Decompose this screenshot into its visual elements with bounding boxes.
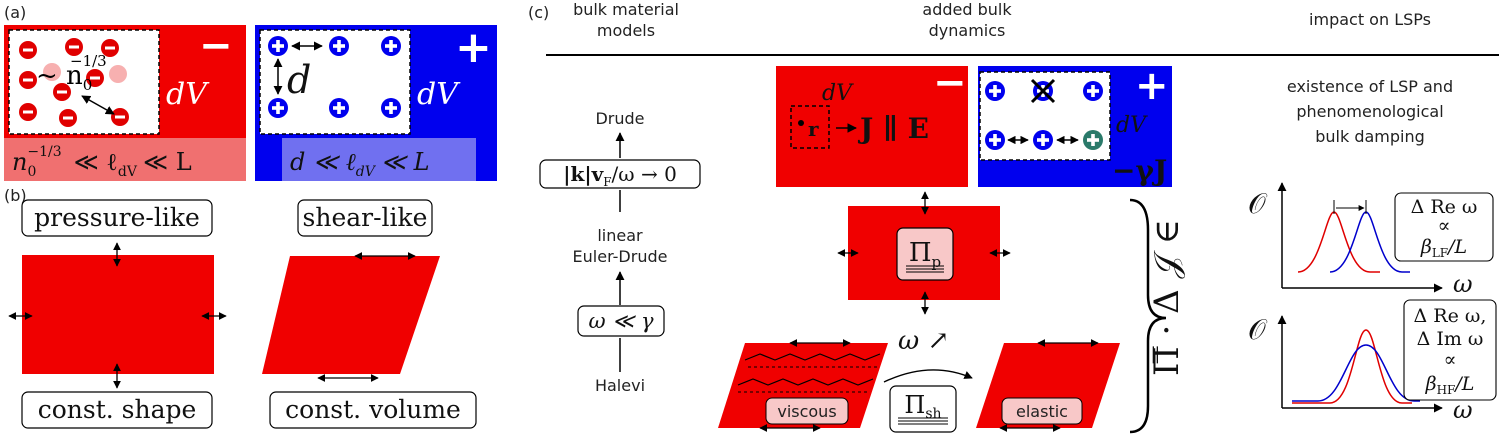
limit2-label: ω ≪ γ [588,309,653,333]
box2-line4: βHF/L [1425,373,1475,397]
box1-line1: Δ Re ω [1411,196,1478,218]
d-label: d [287,58,311,102]
limit2-box [577,305,665,337]
r-label: r [808,117,819,141]
elastic-label: elastic [1016,402,1068,421]
negative-sign: − [199,23,233,69]
drude-current-box [776,66,968,187]
pressure-like-label: pressure-like [34,203,200,232]
shear-like-label: shear-like [303,203,428,232]
gamma-j-label: −γJ [1112,154,1167,187]
panel-a-tag: (a) [4,3,26,22]
box1-line3: βLF/L [1420,236,1467,260]
pi-sh-box [889,385,957,433]
density-exponent: −1/3 [70,52,107,70]
limit1-box [539,159,701,189]
c-positive-sign: + [1135,63,1169,109]
viscous-shear-box [718,339,888,432]
o-axis-label-2: 𝒪 [1248,313,1268,346]
linear-label-2: Euler-Drude [573,247,668,266]
omega-arrow-label: ω ↗ [898,326,949,356]
dv-top-label: dV [822,81,854,106]
const-shape-label: const. shape [38,395,197,424]
const-volume-label: const. volume [285,395,461,424]
viscous-label: viscous [777,402,836,421]
positive-charge-volume [255,25,497,181]
lsp-title-2: phenomenological [1296,102,1443,121]
pressure-diagram [8,199,227,429]
positive-sign: + [455,22,492,73]
col1-header-2: models [597,21,655,40]
pi-sh-label: Πsh [904,391,941,422]
c-negative-sign: − [933,60,967,106]
dv-label-neg: dV [166,77,210,112]
col2-header-1: added bulk [922,0,1012,19]
panel-b-tag: (b) [4,186,27,205]
dv-label-pos: dV [417,77,461,112]
lsp-plot-broadening [1277,299,1497,413]
pressure-tensor-box [837,191,1011,315]
col1-header-1: bulk material [573,0,679,19]
pi-p-label: Πp [909,238,941,271]
shear-diagram [262,199,477,429]
linear-label-1: linear [597,226,643,245]
col2-header-2: dynamics [929,21,1006,40]
drude-label: Drude [595,109,644,128]
right-brace [1129,198,1167,434]
je-label: J ∥ E [857,112,929,145]
negative-charge-volume [4,25,246,181]
box1-line2: ∝ [1438,215,1451,237]
o-axis-label-1: 𝒪 [1248,187,1268,220]
lsp-title-1: existence of LSP and [1287,77,1453,96]
box2-line3: ∝ [1444,349,1457,371]
neg-scale-relation: n0−1/3≪ ℓdV≪ L [12,144,192,180]
halevi-label: Halevi [595,376,645,395]
viscous-to-elastic-arrow [883,369,973,383]
dv-right-label: dV [1116,113,1148,138]
elastic-shear-box [976,339,1120,432]
col3-header: impact on LSPs [1309,10,1431,29]
lsp-title-3: bulk damping [1315,127,1425,146]
density-label: ~ n0 [36,61,92,94]
pos-scale-relation: d ≪ ℓdV≪ L [290,148,430,180]
panel-c-tag: (c) [528,3,549,22]
lsp-plot-shift [1277,182,1494,293]
halevi-damping-box [978,66,1172,187]
limit1-label: |k|vF/ω → 0 [563,162,677,189]
omega-axis-label-2: ω [1453,396,1473,424]
brace-expression: Π̿ · Δ 𝒥 ∈ [1147,219,1187,376]
box2-line2: Δ Im ω [1417,328,1484,350]
box2-line1: Δ Re ω, [1414,305,1487,327]
omega-axis-label-1: ω [1453,270,1473,298]
